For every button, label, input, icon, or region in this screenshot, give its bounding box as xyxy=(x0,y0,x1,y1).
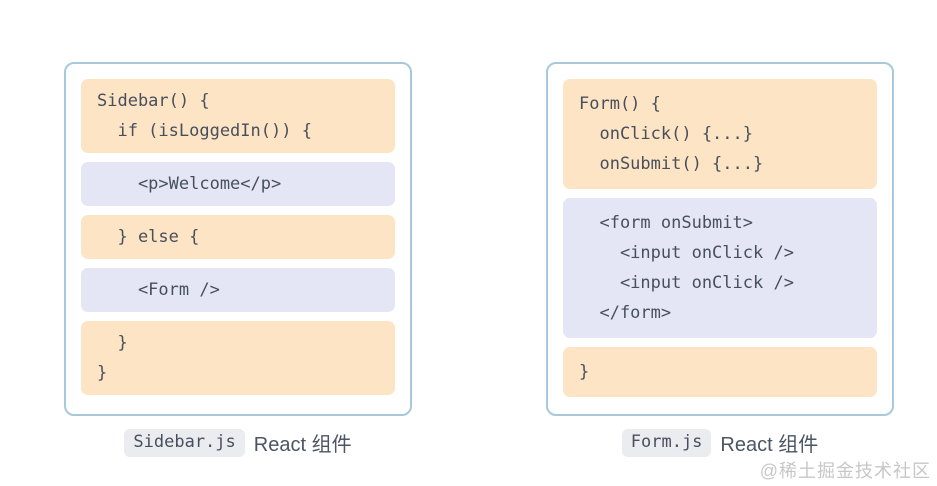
form-component-panel: Form() { onClick() {...} onSubmit() {...… xyxy=(546,62,894,416)
code-block-sidebar-close: } } xyxy=(81,321,395,395)
juejin-watermark: @稀土掘金技术社区 xyxy=(759,461,931,481)
code-block-sidebar-open: Sidebar() { if (isLoggedIn()) { xyxy=(81,79,395,153)
code-block-form-markup-jsx: <form onSubmit> <input onClick /> <input… xyxy=(563,198,877,338)
code-block-welcome-jsx: <p>Welcome</p> xyxy=(81,162,395,206)
code-block-form-close: } xyxy=(563,347,877,397)
sidebar-caption: Sidebar.js React 组件 xyxy=(64,428,412,457)
code-block-form-open: Form() { onClick() {...} onSubmit() {...… xyxy=(563,79,877,189)
form-filename-pill: Form.js xyxy=(621,428,712,457)
form-caption-label: React 组件 xyxy=(720,434,819,456)
code-block-form-jsx: <Form /> xyxy=(81,268,395,312)
sidebar-filename-pill: Sidebar.js xyxy=(124,428,245,457)
code-block-else: } else { xyxy=(81,215,395,259)
form-caption: Form.js React 组件 xyxy=(546,428,894,457)
sidebar-component-panel: Sidebar() { if (isLoggedIn()) { <p>Welco… xyxy=(64,62,412,416)
sidebar-caption-label: React 组件 xyxy=(253,434,352,456)
